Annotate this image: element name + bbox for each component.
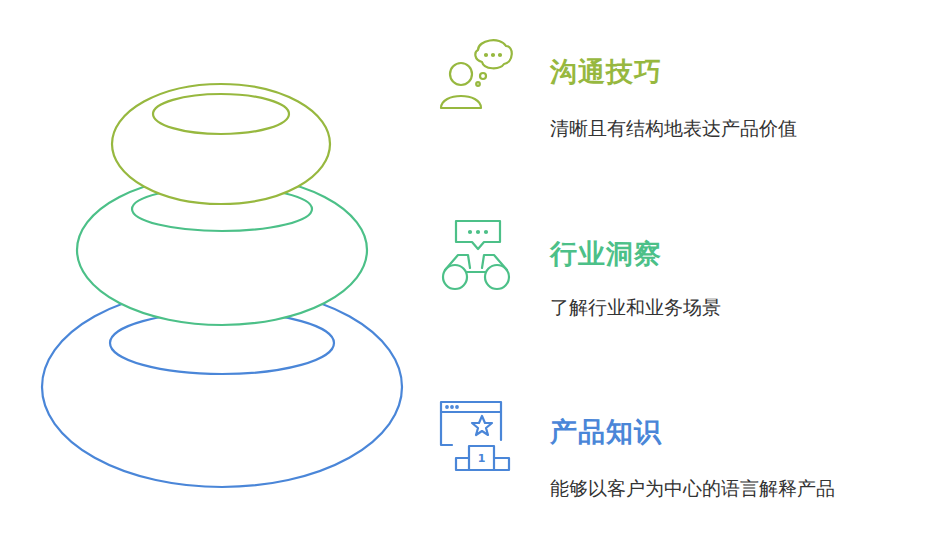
section-heading: 产品知识 bbox=[550, 416, 662, 448]
section-heading: 行业洞察 bbox=[550, 238, 662, 270]
section-description: 清晰且有结构地表达产品价值 bbox=[550, 117, 797, 140]
podium-number: 1 bbox=[478, 452, 486, 465]
top-ring bbox=[112, 84, 330, 204]
product-icon bbox=[441, 402, 509, 470]
section-description: 能够以客户为中心的语言解释产品 bbox=[550, 477, 835, 500]
insight-icon bbox=[443, 221, 509, 289]
section-heading: 沟通技巧 bbox=[550, 56, 662, 88]
communication-icon bbox=[441, 40, 512, 108]
section-description: 了解行业和业务场景 bbox=[550, 296, 721, 319]
